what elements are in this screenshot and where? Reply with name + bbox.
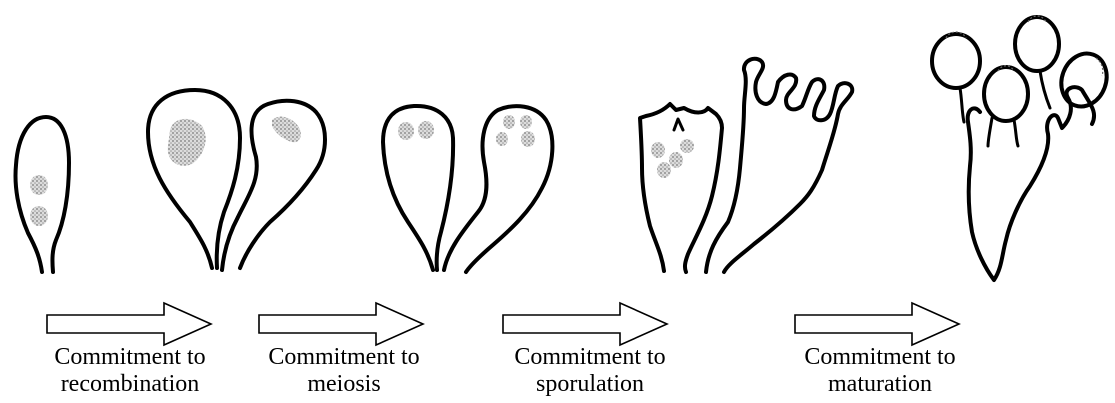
sterigma-stalk	[960, 88, 964, 122]
young-basidium-cell	[16, 117, 70, 272]
nucleus	[651, 142, 665, 158]
progression-arrow	[503, 303, 667, 345]
spore	[984, 66, 1028, 121]
progression-arrow	[259, 303, 423, 345]
sterigma-stalk	[988, 118, 992, 146]
caption-line-1: Commitment to	[234, 344, 454, 371]
stage-caption-meiosis: Commitment to meiosis	[234, 344, 454, 398]
caption-line-2: maturation	[770, 371, 990, 398]
nucleus	[30, 206, 48, 226]
fused-nucleus	[272, 117, 301, 143]
sterigma-stalk	[1014, 120, 1018, 146]
nucleus	[30, 175, 48, 195]
progression-arrow	[47, 303, 211, 345]
nucleus	[418, 121, 434, 139]
basidium-sterigmata-forming	[640, 104, 722, 272]
stage-caption-sporulation: Commitment to sporulation	[480, 344, 700, 398]
nucleus	[669, 152, 683, 168]
nucleus	[503, 115, 515, 129]
spore	[1015, 16, 1059, 71]
sterigma-tip-marker	[674, 119, 683, 130]
caption-line-2: sporulation	[480, 371, 700, 398]
nucleus	[657, 162, 671, 178]
caption-line-2: meiosis	[234, 371, 454, 398]
sterigma-stalk	[1040, 71, 1050, 108]
caption-line-1: Commitment to	[770, 344, 990, 371]
caption-line-2: recombination	[20, 371, 240, 398]
caption-line-1: Commitment to	[20, 344, 240, 371]
mature-basidium	[968, 87, 1094, 280]
progression-arrow	[795, 303, 959, 345]
caption-line-1: Commitment to	[480, 344, 700, 371]
nucleus	[680, 139, 694, 153]
spore	[1054, 47, 1114, 113]
stage-caption-recombination: Commitment to recombination	[20, 344, 240, 398]
basidium-meiosis-1	[383, 106, 453, 270]
spore	[932, 32, 980, 88]
nucleus	[520, 115, 532, 129]
nucleus	[496, 132, 508, 146]
nucleus	[398, 122, 414, 140]
stage-caption-maturation: Commitment to maturation	[770, 344, 990, 398]
fused-nucleus	[168, 119, 206, 166]
basidium-meiosis-2	[444, 106, 552, 272]
nucleus	[521, 131, 535, 147]
basidium-sterigmata-elongated	[706, 59, 852, 272]
